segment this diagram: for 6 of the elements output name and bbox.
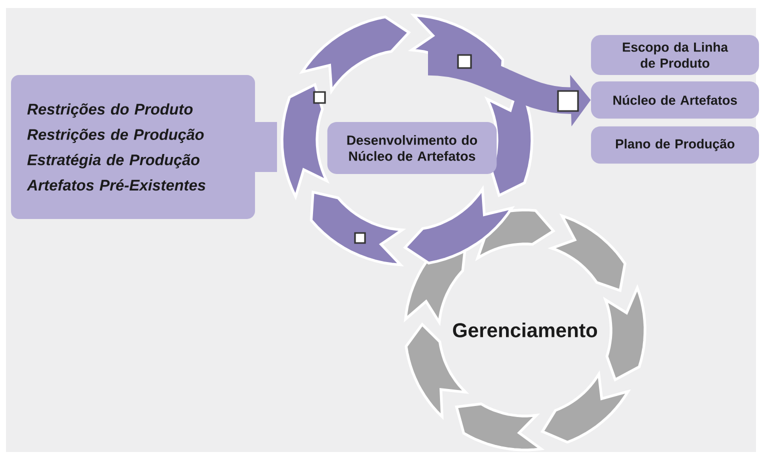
input-list-box: Restrições do Produto Restrições de Produção Estratégia de Produção Artefatos Pré-Existentes: [11, 75, 277, 219]
cycle-label: Gerenciamento: [453, 322, 598, 338]
output-box: Núcleo de Artefatos: [591, 81, 759, 119]
output-box: Escopo da Linha de Produto: [591, 35, 759, 75]
output-box: Plano de Produção: [591, 126, 759, 164]
process-box: Desenvolvimento do Núcleo de Artefatos: [327, 122, 497, 174]
